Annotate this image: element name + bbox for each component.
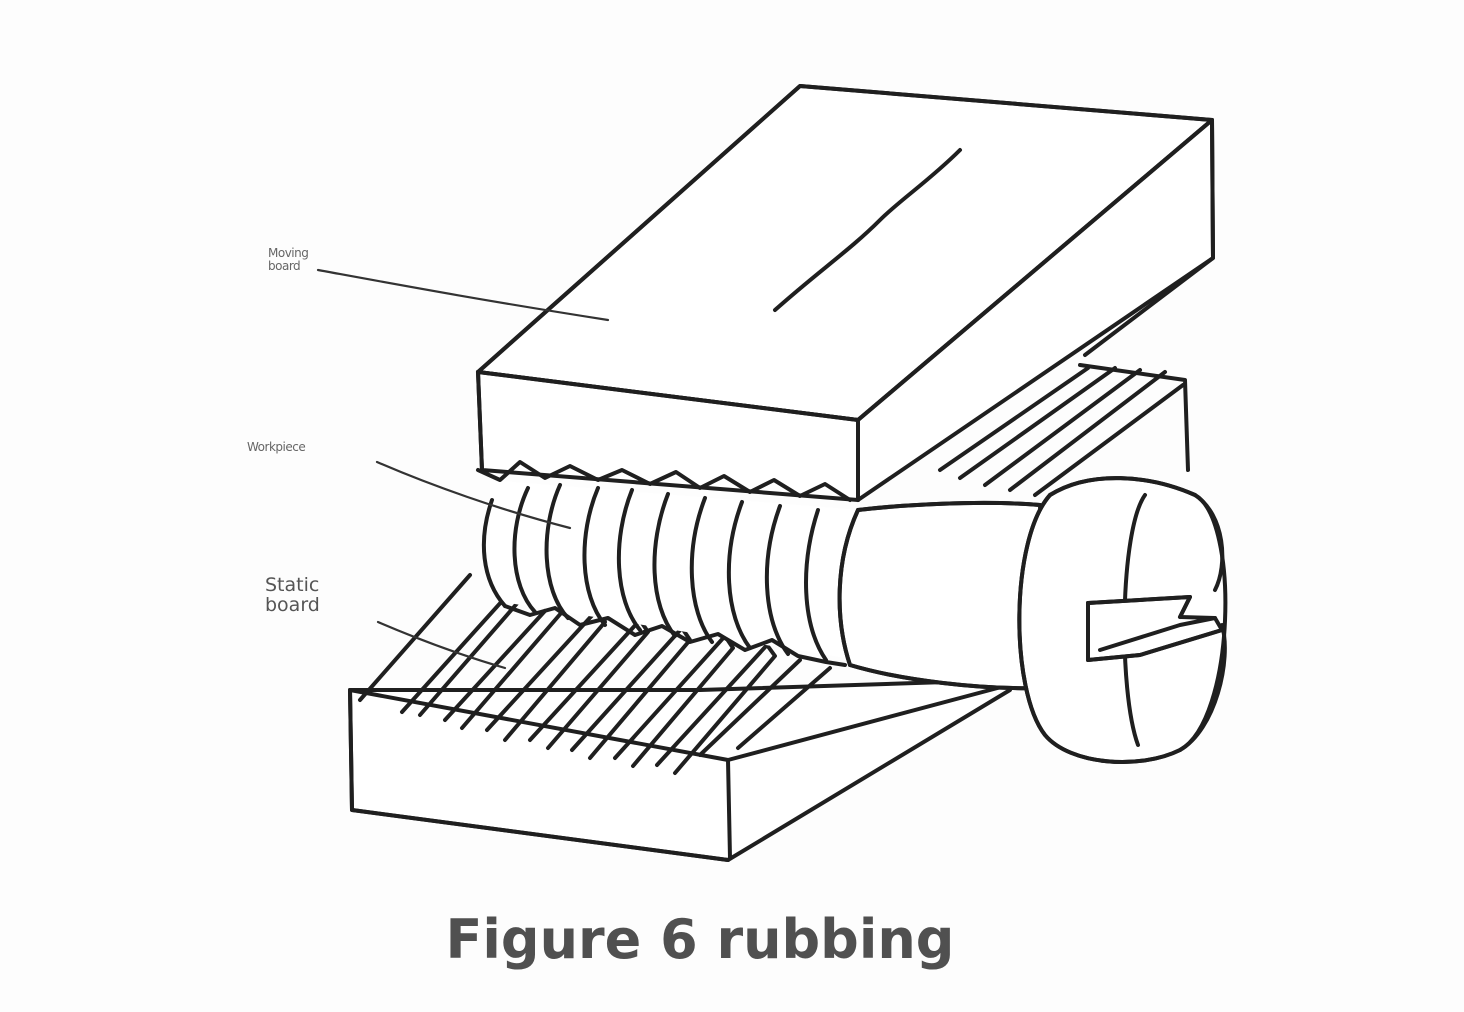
workpiece-thread <box>476 460 860 667</box>
leader-static-board <box>376 620 507 670</box>
static-board-label: Static board <box>265 574 320 616</box>
back-grooves <box>938 363 1190 497</box>
static-board-label-line1: Static <box>265 574 320 596</box>
workpiece-label: Workpiece <box>247 440 306 454</box>
static-board <box>348 573 1012 862</box>
figure-caption: Figure 6 rubbing <box>445 908 955 971</box>
leader-workpiece <box>375 460 572 530</box>
moving-board <box>476 84 1215 502</box>
screw-shank <box>837 500 1047 691</box>
moving-board-label: Moving board <box>268 246 309 273</box>
moving-board-label-line2: board <box>268 258 301 273</box>
leader-lines <box>316 268 610 670</box>
screw-head <box>1017 476 1228 764</box>
leader-moving-board <box>316 268 610 322</box>
static-board-label-line2: board <box>265 593 320 616</box>
moving-board-label-line1: Moving <box>268 246 309 260</box>
